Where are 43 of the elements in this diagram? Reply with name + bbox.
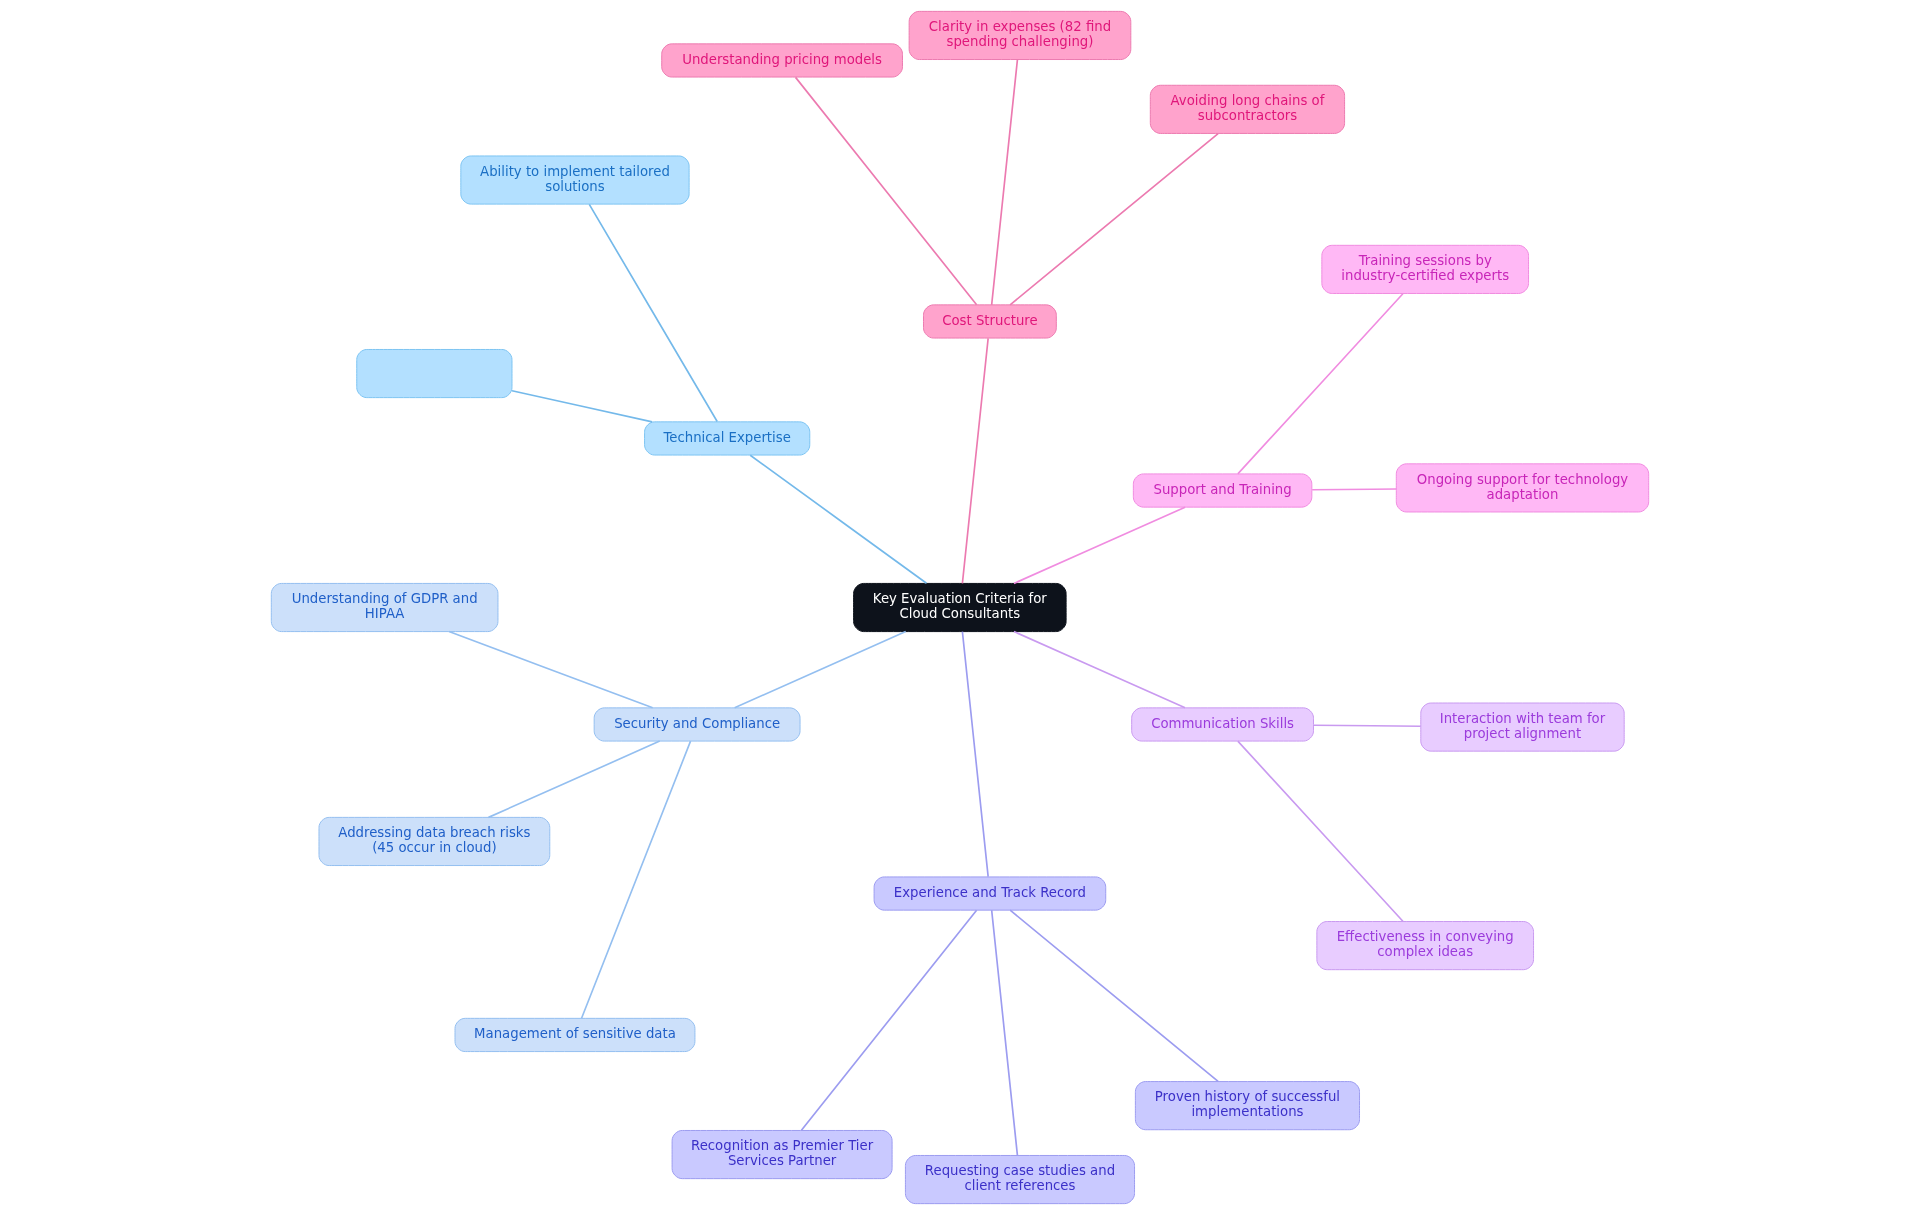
connector <box>487 740 661 819</box>
connector <box>749 454 928 585</box>
node-box: Management of sensitive data <box>454 1017 696 1053</box>
connector <box>511 389 653 423</box>
connector <box>733 630 907 709</box>
connector <box>1013 506 1186 585</box>
node-box: Recognition as Premier Tier Services Partner <box>671 1130 893 1180</box>
node-box: Avoiding long chains of subcontractors <box>1149 84 1346 134</box>
node-box: Experience and Track Record <box>873 876 1107 911</box>
connector <box>588 203 718 423</box>
connector <box>448 630 654 709</box>
node-box: Understanding of GDPR and HIPAA <box>270 582 499 633</box>
connector <box>990 909 1019 1157</box>
node-box: Key Evaluation Criteria for Cloud Consultants <box>853 582 1067 633</box>
node-box: Proven history of successful implementations <box>1134 1081 1361 1131</box>
node-box: Effectiveness in conveying complex ideas <box>1316 921 1535 971</box>
connector <box>961 337 989 585</box>
node-box: Support and Training <box>1132 473 1313 508</box>
connector <box>794 76 978 306</box>
node-box: Requesting case studies and client references <box>904 1155 1136 1205</box>
node-box: Communication Skills <box>1131 707 1314 742</box>
connector <box>1009 132 1219 306</box>
node-box: Addressing data breach risks (45 occur in cloud) <box>318 816 551 867</box>
connector <box>1237 292 1404 475</box>
node-box: Training sessions by industry-certified experts <box>1321 244 1530 294</box>
connector <box>580 740 692 1019</box>
connector <box>1237 740 1404 923</box>
node-box <box>356 348 513 399</box>
node-box: Understanding pricing models <box>661 43 903 78</box>
connector <box>1311 488 1398 491</box>
connector <box>1009 909 1219 1083</box>
connector <box>1013 630 1186 709</box>
node-box: Clarity in expenses (82 find spending challenging) <box>908 10 1132 60</box>
connector <box>1312 724 1422 728</box>
node-box: Security and Compliance <box>593 707 801 742</box>
connector <box>800 909 978 1132</box>
connector <box>990 58 1019 306</box>
node-box: Ability to implement tailored solutions <box>460 155 690 205</box>
node-box: Interaction with team for project alignment <box>1420 702 1625 752</box>
connector <box>961 630 989 878</box>
node-box: Cost Structure <box>923 304 1057 339</box>
node-box: Technical Expertise <box>644 421 811 456</box>
node-box: Ongoing support for technology adaptation <box>1395 463 1650 513</box>
